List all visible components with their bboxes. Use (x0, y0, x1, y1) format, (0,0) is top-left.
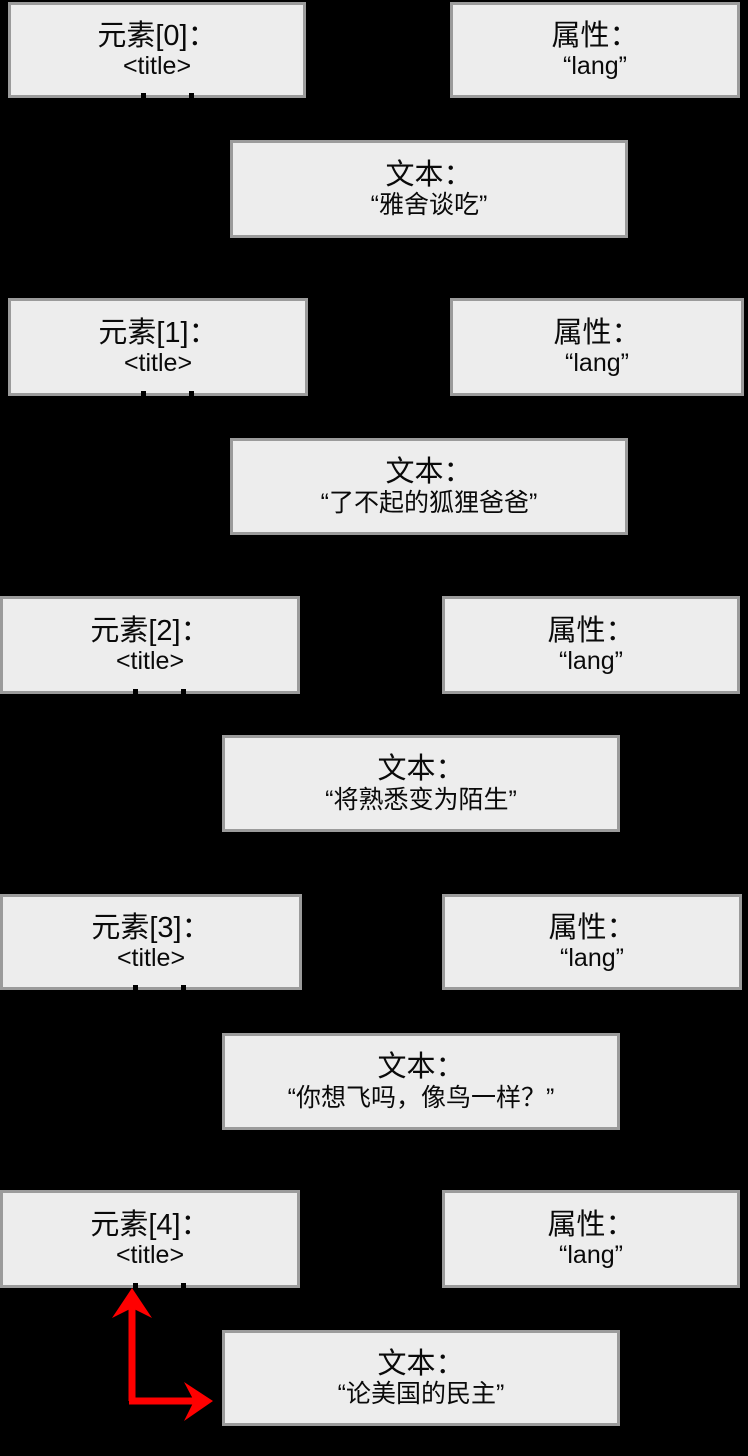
attribute-node-4-value: “lang” (559, 1241, 623, 1270)
text-node-0-value: “雅舍谈吃” (370, 191, 488, 220)
element-node-3-connector-stub-left (133, 985, 138, 991)
attribute-node-2-value: “lang” (559, 647, 623, 676)
element-node-2-tag: <title> (115, 647, 185, 676)
text-node-0[interactable]: 文本： “雅舍谈吃” (230, 140, 628, 238)
element-node-0-connector-stub-right (189, 93, 194, 99)
element-node-2-connector-stub-left (133, 689, 138, 695)
element-node-1[interactable]: 元素[1]： <title> (8, 298, 308, 396)
red-corner-double-arrow (112, 1288, 213, 1421)
element-node-0-title: 元素[0]： (97, 19, 217, 52)
text-node-3-value: “你想飞吗，像鸟一样？” (287, 1083, 555, 1112)
attribute-node-3-value: “lang” (560, 944, 624, 973)
text-node-4-title: 文本： (377, 1347, 465, 1380)
text-node-4-value: “论美国的民主” (337, 1380, 505, 1409)
attribute-node-0[interactable]: 属性： “lang” (450, 2, 740, 98)
element-node-1-connector-stub-right (189, 391, 194, 397)
attribute-node-4[interactable]: 属性： “lang” (442, 1190, 740, 1288)
element-node-3[interactable]: 元素[3]： <title> (0, 894, 302, 990)
text-node-0-title: 文本： (385, 158, 473, 191)
element-node-4-tag: <title> (115, 1241, 185, 1270)
text-node-2[interactable]: 文本： “将熟悉变为陌生” (222, 735, 620, 832)
element-node-0[interactable]: 元素[0]： <title> (8, 2, 306, 98)
attribute-node-1-value: “lang” (565, 349, 629, 378)
element-node-0-connector-stub-left (141, 93, 146, 99)
element-node-4-title: 元素[4]： (90, 1208, 210, 1241)
text-node-4[interactable]: 文本： “论美国的民主” (222, 1330, 620, 1426)
attribute-node-2-title: 属性： (547, 614, 635, 647)
element-node-4-connector-stub-right (181, 1283, 186, 1289)
text-node-3-title: 文本： (377, 1051, 465, 1084)
element-node-2-title: 元素[2]： (90, 614, 210, 647)
text-node-1[interactable]: 文本： “了不起的狐狸爸爸” (230, 438, 628, 535)
element-node-3-connector-stub-right (181, 985, 186, 991)
element-node-4[interactable]: 元素[4]： <title> (0, 1190, 300, 1288)
text-node-1-value: “了不起的狐狸爸爸” (320, 488, 538, 517)
element-node-0-tag: <title> (122, 52, 192, 81)
element-node-3-tag: <title> (116, 944, 186, 973)
element-node-1-connector-stub-left (141, 391, 146, 397)
attribute-node-4-title: 属性： (547, 1208, 635, 1241)
text-node-1-title: 文本： (385, 456, 473, 489)
element-node-2[interactable]: 元素[2]： <title> (0, 596, 300, 694)
attribute-node-1-title: 属性： (553, 316, 641, 349)
attribute-node-0-value: “lang” (563, 52, 627, 81)
element-node-1-title: 元素[1]： (98, 316, 218, 349)
element-node-2-connector-stub-right (181, 689, 186, 695)
text-node-2-value: “将熟悉变为陌生” (325, 785, 517, 814)
element-node-4-connector-stub-left (133, 1283, 138, 1289)
text-node-2-title: 文本： (377, 753, 465, 786)
text-node-3[interactable]: 文本： “你想飞吗，像鸟一样？” (222, 1033, 620, 1130)
attribute-node-3[interactable]: 属性： “lang” (442, 894, 742, 990)
element-node-1-tag: <title> (123, 349, 193, 378)
attribute-node-2[interactable]: 属性： “lang” (442, 596, 740, 694)
attribute-node-0-title: 属性： (551, 19, 639, 52)
element-node-3-title: 元素[3]： (91, 911, 211, 944)
attribute-node-1[interactable]: 属性： “lang” (450, 298, 744, 396)
attribute-node-3-title: 属性： (548, 911, 636, 944)
